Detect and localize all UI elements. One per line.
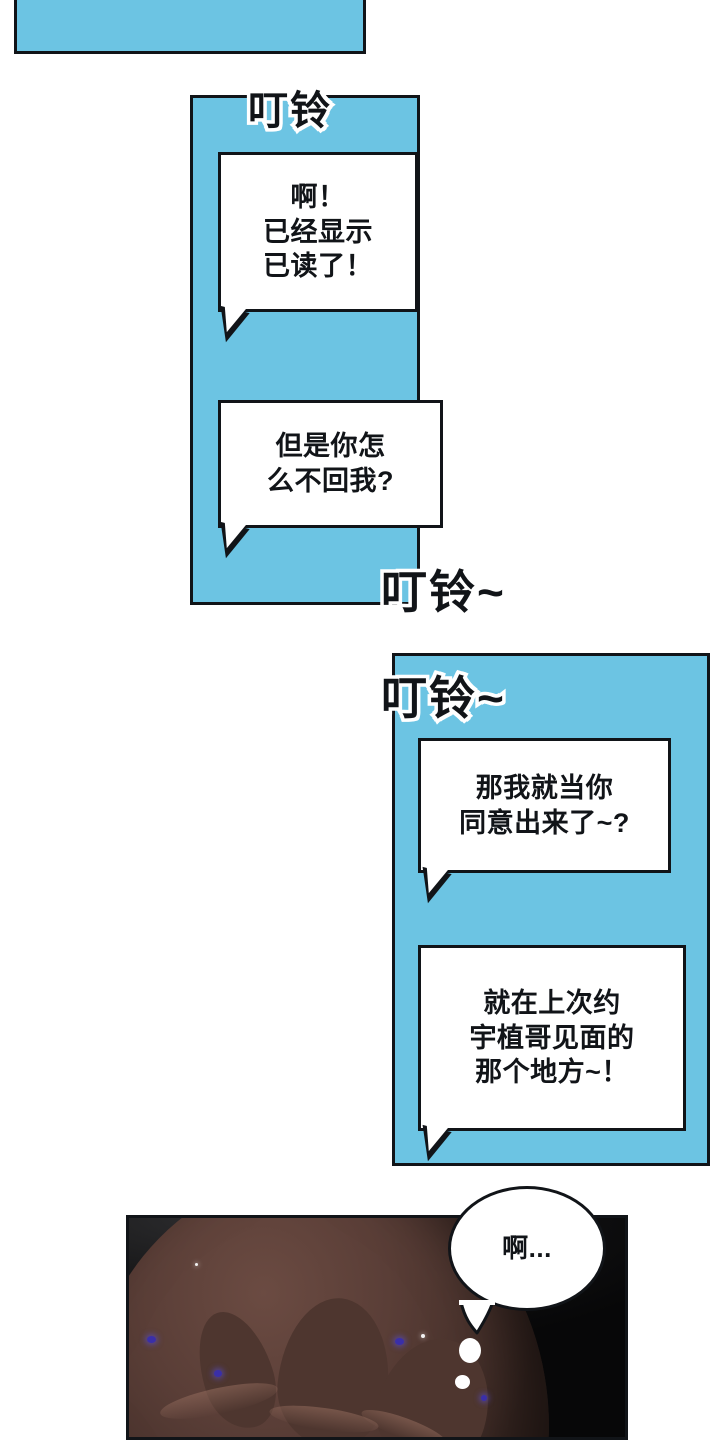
sparkle-6 <box>195 1263 198 1266</box>
sfx-ding-ling-1: 叮铃 <box>245 78 334 137</box>
speech-bubble-3: 那我就当你 同意出来了~? <box>418 738 671 873</box>
sparkle-1 <box>147 1336 156 1343</box>
sparkle-2 <box>214 1370 222 1377</box>
speech-bubble-1: 啊！ 已经显示 已读了！ <box>218 152 418 312</box>
speech-bubble-2-text: 但是你怎 么不回我? <box>267 431 394 496</box>
thought-bubble-ah-text: 啊... <box>502 1232 552 1263</box>
thought-bubble-blob-small <box>455 1375 470 1389</box>
sfx-text: 叮铃~ <box>378 669 508 728</box>
sfx-ding-ling-2: 叮铃~ <box>378 556 508 622</box>
speech-bubble-1-text: 啊！ 已经显示 已读了！ <box>263 182 373 282</box>
speech-bubble-2: 但是你怎 么不回我? <box>218 400 443 528</box>
sparkle-4 <box>481 1395 487 1401</box>
thought-bubble-ah: 啊... <box>448 1186 606 1311</box>
speech-bubble-3-text: 那我就当你 同意出来了~? <box>459 772 630 838</box>
sfx-text: 叮铃 <box>245 86 334 137</box>
sfx-text: 叮铃~ <box>378 563 508 622</box>
sparkle-3 <box>395 1338 404 1345</box>
sparkle-5 <box>421 1334 425 1338</box>
sfx-ding-ling-3: 叮铃~ <box>378 662 508 728</box>
comic-panel-1 <box>14 0 366 54</box>
thought-bubble-tail <box>459 1300 495 1335</box>
speech-bubble-4-text: 就在上次约 宇植哥见面的 那个地方~！ <box>469 988 635 1088</box>
speech-bubble-4: 就在上次约 宇植哥见面的 那个地方~！ <box>418 945 686 1131</box>
thought-bubble-blob-large <box>459 1338 481 1363</box>
